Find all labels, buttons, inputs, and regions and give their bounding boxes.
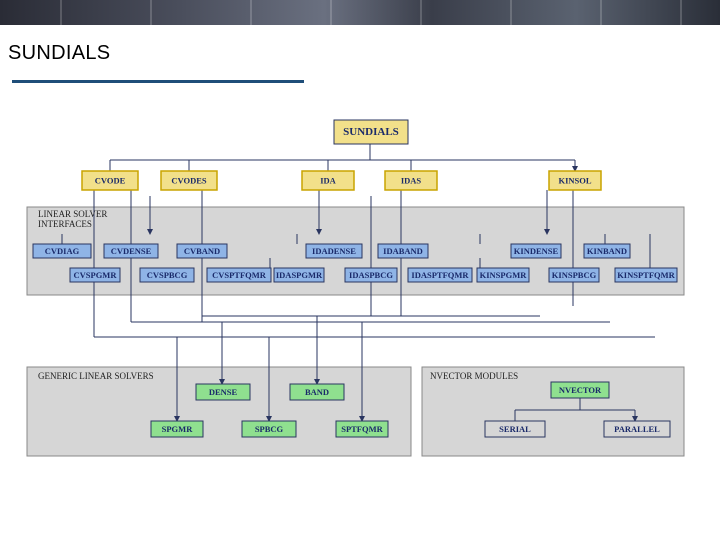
interface-cvsptfqmr: CVSPTFQMR <box>206 267 272 283</box>
solver-sptfqmr: SPTFQMR <box>335 420 389 438</box>
interface-kinsptfqmr: KINSPTFQMR <box>614 267 678 283</box>
interface-cvspbcg-label: CVSPBCG <box>147 270 188 280</box>
interface-idaband: IDABAND <box>377 243 429 259</box>
interface-idaband-label: IDABAND <box>383 246 423 256</box>
package-cvode: CVODE <box>81 170 139 191</box>
interface-idadense-label: IDADENSE <box>312 246 356 256</box>
generic-solvers-title: GENERIC LINEAR SOLVERS <box>38 371 154 381</box>
interface-cvdense-label: CVDENSE <box>111 246 152 256</box>
interface-cvdiag: CVDIAG <box>32 243 92 259</box>
nvector-title: NVECTOR MODULES <box>430 371 518 381</box>
solver-band: BAND <box>289 383 345 401</box>
interface-cvsptfqmr-label: CVSPTFQMR <box>212 270 267 280</box>
interface-cvspgmr: CVSPGMR <box>69 267 121 283</box>
nvector-serial-label: SERIAL <box>499 424 531 434</box>
package-idas: IDAS <box>384 170 438 191</box>
interface-idadense: IDADENSE <box>305 243 363 259</box>
solver-dense-label: DENSE <box>209 387 238 397</box>
interface-idaspgmr-label: IDASPGMR <box>276 270 323 280</box>
interface-kindense: KINDENSE <box>510 243 562 259</box>
solver-band-label: BAND <box>305 387 329 397</box>
solver-spgmr: SPGMR <box>150 420 204 438</box>
interface-idaspgmr: IDASPGMR <box>273 267 325 283</box>
package-cvodes-label: CVODES <box>171 176 207 186</box>
solver-spbcg: SPBCG <box>241 420 297 438</box>
svg-text:SUNDIALS: SUNDIALS <box>343 126 399 138</box>
interface-idaspbcg-label: IDASPBCG <box>349 270 393 280</box>
header-banner <box>0 0 720 25</box>
nvector-serial: SERIAL <box>484 420 546 438</box>
interfaces-title-line2: INTERFACES <box>38 219 92 229</box>
package-ida: IDA <box>301 170 355 191</box>
interface-cvspbcg: CVSPBCG <box>139 267 195 283</box>
interface-idaspbcg: IDASPBCG <box>344 267 398 283</box>
solver-spgmr-label: SPGMR <box>162 424 194 434</box>
package-cvode-label: CVODE <box>95 176 126 186</box>
title-underline <box>12 80 304 83</box>
package-idas-label: IDAS <box>401 176 422 186</box>
package-kinsol-label: KINSOL <box>558 176 591 186</box>
nvector-parallel-label: PARALLEL <box>614 424 660 434</box>
interface-idasptfqmr-label: IDASPTFQMR <box>411 270 469 280</box>
sundials-root-box: SUNDIALS <box>333 119 409 145</box>
package-kinsol: KINSOL <box>548 170 602 191</box>
interface-idasptfqmr: IDASPTFQMR <box>407 267 473 283</box>
interface-kinsptfqmr-label: KINSPTFQMR <box>617 270 675 280</box>
nvector-root: NVECTOR <box>550 381 610 399</box>
interface-kindense-label: KINDENSE <box>514 246 559 256</box>
nvector-parallel: PARALLEL <box>603 420 671 438</box>
nvector-root-label: NVECTOR <box>559 385 602 395</box>
interface-cvdense: CVDENSE <box>103 243 159 259</box>
interface-kinband: KINBAND <box>583 243 631 259</box>
interface-cvspgmr-label: CVSPGMR <box>74 270 118 280</box>
slide-title: SUNDIALS <box>8 42 111 64</box>
interfaces-title-line1: LINEAR SOLVER <box>38 209 107 219</box>
interface-kinspbcg-label: KINSPBCG <box>552 270 597 280</box>
solver-dense: DENSE <box>195 383 251 401</box>
package-ida-label: IDA <box>320 176 336 186</box>
solver-sptfqmr-label: SPTFQMR <box>341 424 383 434</box>
interface-cvband-label: CVBAND <box>184 246 220 256</box>
interface-cvband: CVBAND <box>176 243 228 259</box>
interface-cvdiag-label: CVDIAG <box>45 246 80 256</box>
interface-kinspgmr: KINSPGMR <box>476 267 530 283</box>
interface-kinspgmr-label: KINSPGMR <box>480 270 528 280</box>
interface-kinspbcg: KINSPBCG <box>548 267 600 283</box>
solver-spbcg-label: SPBCG <box>255 424 284 434</box>
interface-kinband-label: KINBAND <box>587 246 627 256</box>
package-cvodes: CVODES <box>160 170 218 191</box>
